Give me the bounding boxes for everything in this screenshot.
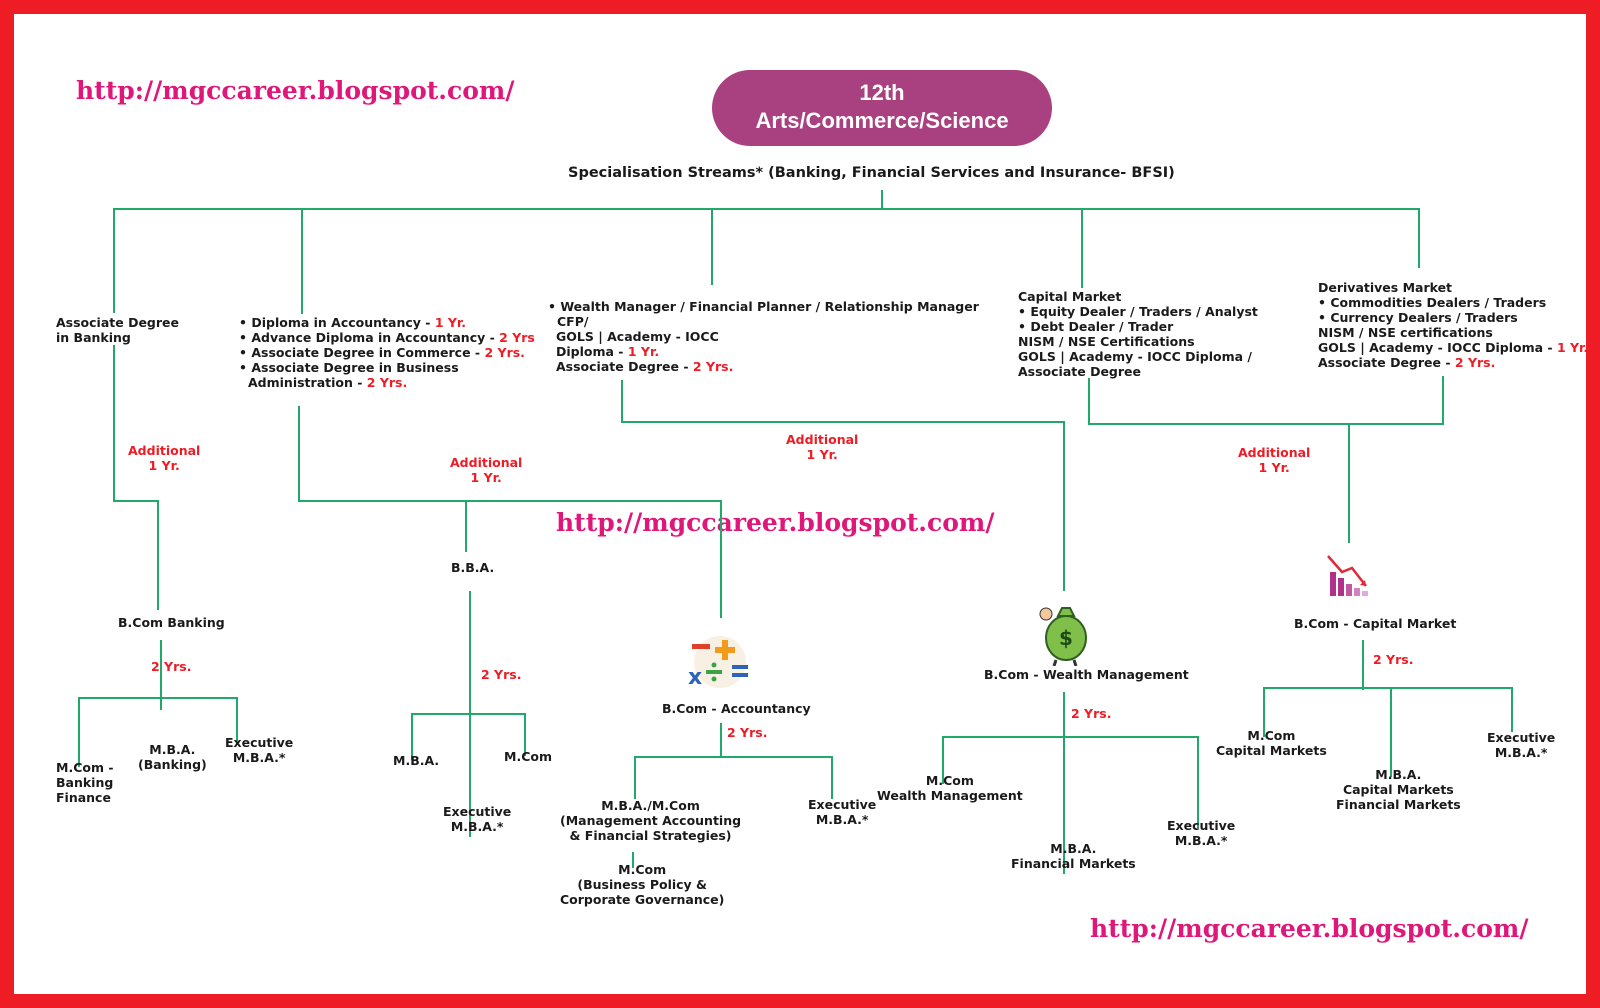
two-yrs-wealth: 2 Yrs.	[1071, 706, 1112, 721]
stream-wealth-management: • Wealth Manager / Financial Planner / R…	[548, 299, 979, 374]
outcome-mba-banking: M.B.A.(Banking)	[138, 742, 207, 772]
blog-url-bottom[interactable]: http://mgccareer.blogspot.com/	[1090, 914, 1529, 943]
degree-bcom-capital-market: B.Com - Capital Market	[1294, 616, 1457, 631]
outcome-mba-bba: M.B.A.	[393, 753, 440, 768]
outcome-mcom-bba: M.Com	[504, 749, 552, 764]
stream-derivatives-market: Derivatives Market • Commodities Dealers…	[1318, 280, 1589, 370]
degree-bba: B.B.A.	[451, 560, 495, 575]
svg-text:$: $	[1059, 626, 1073, 650]
root-node-12th: 12th Arts/Commerce/Science	[712, 70, 1052, 146]
two-yrs-bba: 2 Yrs.	[481, 667, 522, 682]
root-line-1: 12th	[859, 80, 905, 105]
outcome-mba-financial-markets: M.B.A.Financial Markets	[1011, 841, 1136, 871]
outcome-mcom-business-policy: M.Com(Business Policy &Corporate Governa…	[560, 862, 725, 907]
stream-accountancy: • Diploma in Accountancy - 1 Yr. • Advan…	[239, 315, 535, 390]
degree-bcom-accountancy: B.Com - Accountancy	[662, 701, 811, 716]
two-yrs-capital: 2 Yrs.	[1373, 652, 1414, 667]
root-line-2: Arts/Commerce/Science	[755, 108, 1009, 133]
bar-chart-icon	[1327, 555, 1368, 596]
svg-text:x: x	[688, 665, 702, 690]
stream-banking: Associate Degree in Banking	[56, 315, 179, 345]
blog-url-top[interactable]: http://mgccareer.blogspot.com/	[76, 76, 515, 105]
stream-capital-market: Capital Market • Equity Dealer / Traders…	[1018, 289, 1258, 379]
subtitle: Specialisation Streams* (Banking, Financ…	[568, 165, 1175, 181]
two-yrs-accountancy: 2 Yrs.	[727, 725, 768, 740]
blog-url-middle[interactable]: http://mgccareer.blogspot.com/	[556, 508, 995, 537]
two-yrs-banking: 2 Yrs.	[151, 659, 192, 674]
degree-bcom-banking: B.Com Banking	[118, 615, 225, 630]
outcome-mba-mcom-accounting: M.B.A./M.Com(Management Accounting& Fina…	[560, 798, 742, 843]
degree-bcom-wealth-management: B.Com - Wealth Management	[984, 667, 1189, 682]
money-bag-man-icon: $	[1039, 607, 1087, 666]
math-symbols-icon: x	[688, 636, 748, 690]
